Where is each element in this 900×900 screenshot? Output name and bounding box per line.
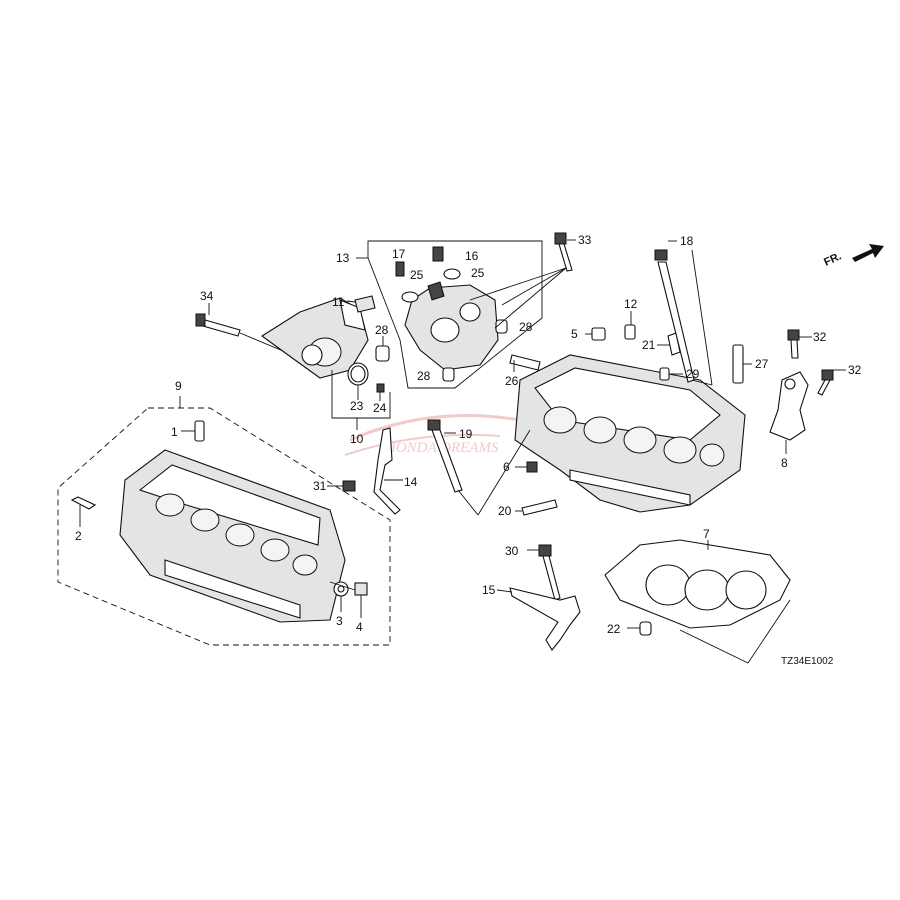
- callout-16: 16: [465, 249, 479, 263]
- bolt-19: [427, 419, 441, 431]
- callout-24: 24: [373, 401, 387, 415]
- bolt-32-b: [821, 369, 834, 381]
- callout-25-a: 25: [410, 268, 424, 282]
- callout-32-b: 32: [848, 363, 862, 377]
- callout-labels: 1 2 3 4 5 6 7 8 9 10 11 12 13 14 15 16 1…: [75, 233, 862, 636]
- callout-28-a: 28: [375, 323, 389, 337]
- callout-4: 4: [356, 620, 363, 634]
- bolt-30: [538, 544, 552, 557]
- callout-15: 15: [482, 583, 496, 597]
- callout-1: 1: [171, 425, 178, 439]
- callout-12: 12: [624, 297, 638, 311]
- dowel-pin-1: [194, 420, 205, 442]
- part-26: [509, 354, 541, 371]
- pin-28-b: [495, 319, 508, 334]
- o-ring-25-b: [443, 268, 461, 280]
- pin-28-c: [442, 367, 455, 382]
- callout-7: 7: [703, 527, 710, 541]
- rocker-arm-group: [195, 295, 391, 430]
- diagram-code: TZ34E1002: [781, 656, 834, 667]
- callout-11: 11: [332, 295, 345, 309]
- bracket-14-group: [327, 427, 403, 515]
- callout-18: 18: [680, 234, 694, 248]
- callout-10: 10: [350, 432, 364, 446]
- callout-2: 2: [75, 529, 82, 543]
- rocker-assembly: [261, 297, 369, 379]
- callout-5: 5: [571, 327, 578, 341]
- dowel-pin-2: [70, 496, 97, 510]
- part-17: [395, 261, 405, 277]
- bolt-33: [554, 232, 567, 245]
- callout-20: 20: [498, 504, 512, 518]
- bracket-15: [509, 587, 581, 651]
- callout-25-b: 25: [471, 266, 485, 280]
- bolt-31: [342, 480, 356, 492]
- cylinder-head-right: [427, 240, 752, 516]
- part-29: [659, 367, 670, 381]
- callout-6: 6: [503, 460, 510, 474]
- arrow-icon: [852, 244, 884, 262]
- callout-28-b: 28: [519, 320, 533, 334]
- callout-33: 33: [578, 233, 592, 247]
- bracket-8: [769, 371, 809, 441]
- dowel-22: [639, 621, 652, 636]
- bracket-15-group: [496, 544, 581, 651]
- callout-19: 19: [459, 427, 473, 441]
- callout-3: 3: [336, 614, 343, 628]
- callout-31: 31: [313, 479, 327, 493]
- part-16: [432, 246, 444, 262]
- bolt-18: [654, 249, 668, 261]
- stud-27: [732, 344, 744, 384]
- front-label: FR.: [822, 250, 843, 268]
- part-20: [521, 499, 558, 516]
- plug-6: [526, 461, 538, 473]
- callout-30: 30: [505, 544, 519, 558]
- bracket-14: [373, 427, 401, 515]
- head-gasket-group: [604, 539, 791, 664]
- front-direction-arrow: FR.: [822, 244, 884, 269]
- callout-9: 9: [175, 379, 182, 393]
- callout-17: 17: [392, 247, 406, 261]
- callout-29: 29: [686, 367, 700, 381]
- cap-5: [591, 327, 606, 341]
- callout-13: 13: [336, 251, 350, 265]
- pin-28: [375, 345, 390, 362]
- group-9-box: [57, 407, 391, 646]
- part-24: [376, 383, 385, 393]
- callout-28-c: 28: [417, 369, 431, 383]
- part-12: [624, 324, 636, 340]
- bracket-8-group: [769, 329, 846, 454]
- callout-23: 23: [350, 399, 364, 413]
- plug-4: [354, 582, 368, 596]
- callout-34: 34: [200, 289, 214, 303]
- callout-22: 22: [607, 622, 621, 636]
- bolt-32-a: [787, 329, 800, 341]
- cylinder-head-left-group: [57, 396, 391, 646]
- o-ring-25-a: [401, 291, 419, 303]
- spool-valve-group: [356, 232, 576, 389]
- callout-27: 27: [755, 357, 769, 371]
- part-11: [354, 295, 376, 313]
- callout-8: 8: [781, 456, 788, 470]
- callout-32-a: 32: [813, 330, 827, 344]
- callout-21: 21: [642, 338, 656, 352]
- callout-26: 26: [505, 374, 519, 388]
- callout-14: 14: [404, 475, 418, 489]
